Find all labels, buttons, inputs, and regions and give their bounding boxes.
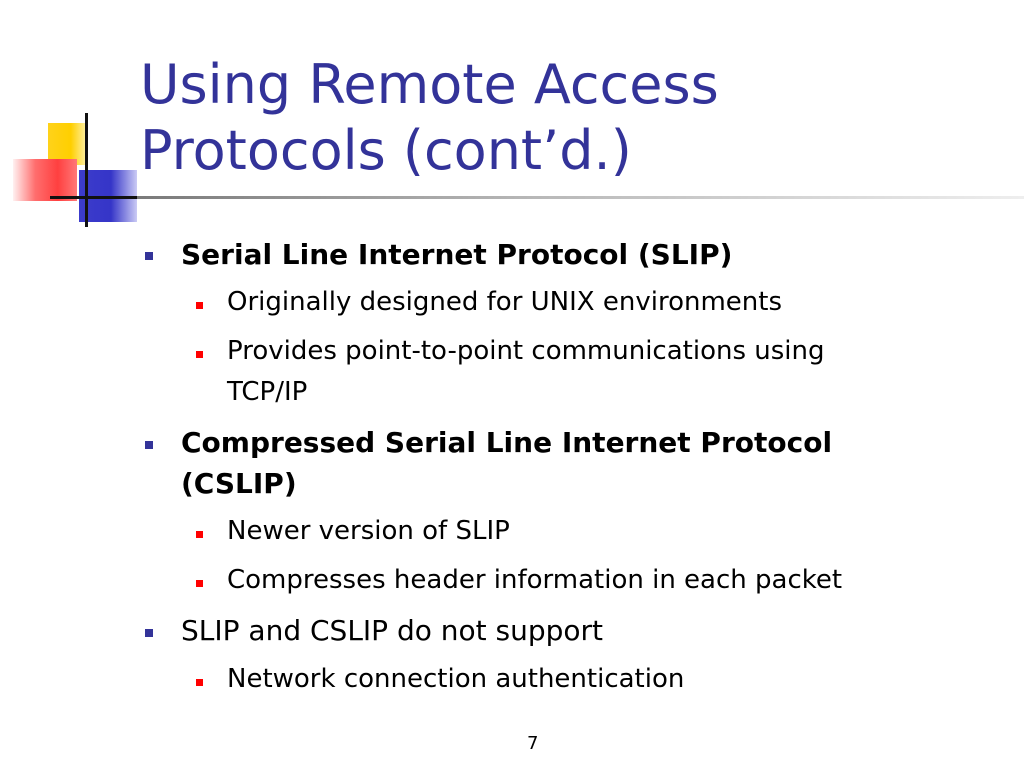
level2-bullet-marker	[196, 679, 203, 686]
decorative-logo	[0, 0, 150, 240]
list-item-level2: Provides point-to-point communications u…	[227, 331, 987, 413]
list-item-text: SLIP and CSLIP do not support	[181, 614, 604, 647]
level1-bullet-marker	[145, 252, 153, 260]
list-item-text: Compressed Serial Line Internet Protocol	[181, 426, 833, 459]
logo-horizontal-line	[50, 196, 145, 199]
list-item-level1: Serial Line Internet Protocol (SLIP)	[181, 234, 981, 275]
slide-title-line-1: Using Remote Access	[140, 53, 719, 116]
list-item-level1: Compressed Serial Line Internet Protocol…	[181, 422, 981, 504]
logo-vertical-line	[85, 113, 88, 227]
yellow-square-graphic	[48, 123, 86, 165]
list-item-text-continued: (CSLIP)	[181, 467, 297, 500]
level1-bullet-marker	[145, 629, 153, 637]
level2-bullet-marker	[196, 302, 203, 309]
title-divider	[137, 196, 1024, 199]
level1-bullet-marker	[145, 441, 153, 449]
list-item-text-continued: TCP/IP	[227, 377, 308, 407]
slide-title-line-2: Protocols (cont’d.)	[140, 119, 632, 182]
list-item-text: Compresses header information in each pa…	[227, 565, 843, 595]
level2-bullet-marker	[196, 531, 203, 538]
list-item-text: Originally designed for UNIX environment…	[227, 287, 783, 317]
list-item-level2: Network connection authentication	[227, 659, 987, 700]
red-square-graphic	[13, 159, 77, 201]
list-item-text: Provides point-to-point communications u…	[227, 336, 825, 366]
list-item-level1: SLIP and CSLIP do not support	[181, 610, 981, 651]
list-item-text: Serial Line Internet Protocol (SLIP)	[181, 238, 733, 271]
list-item-text: Network connection authentication	[227, 664, 685, 694]
page-number: 7	[527, 733, 539, 754]
slide-title: Using Remote Access Protocols (cont’d.)	[140, 52, 1000, 184]
list-item-level2: Originally designed for UNIX environment…	[227, 282, 987, 323]
list-item-level2: Compresses header information in each pa…	[227, 560, 987, 601]
list-item-text: Newer version of SLIP	[227, 516, 510, 546]
list-item-level2: Newer version of SLIP	[227, 511, 987, 552]
level2-bullet-marker	[196, 580, 203, 587]
level2-bullet-marker	[196, 351, 203, 358]
